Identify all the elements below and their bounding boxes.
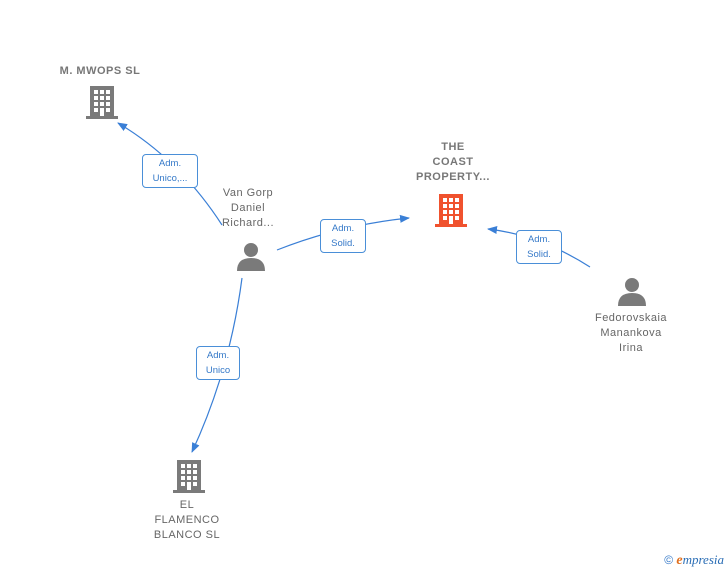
edge-badge-line: Solid. (331, 238, 355, 249)
brand-name: mpresia (682, 552, 724, 567)
node-label-line: COAST (432, 156, 474, 168)
node-label-flamenco[interactable]: EL FLAMENCO BLANCO SL (136, 498, 238, 543)
node-label-line: Richard... (221, 217, 275, 229)
brand-footer[interactable]: © empresia (664, 552, 724, 569)
person-icon[interactable] (236, 241, 266, 271)
node-label-fedor[interactable]: Fedorovskaia Manankova Irina (578, 311, 684, 356)
edge-badge-vangorp-mwops[interactable]: Adm. Unico,... (142, 154, 198, 188)
node-label-line: Daniel (230, 202, 266, 214)
node-label-line: Irina (619, 342, 643, 354)
node-label-vangorp[interactable]: Van Gorp Daniel Richard... (198, 186, 298, 231)
node-label-line: Van Gorp (222, 187, 274, 199)
node-label-line: PROPERTY... (416, 171, 490, 183)
node-label-line: BLANCO SL (153, 529, 221, 541)
node-label-line: EL (179, 499, 195, 511)
copyright-icon: © (664, 553, 674, 567)
node-label-coast[interactable]: THE COAST PROPERTY... (398, 140, 508, 185)
edge-badge-line: Adm. (158, 158, 182, 169)
node-label-line: FLAMENCO (154, 514, 220, 526)
edge-badge-line: Adm. (206, 350, 230, 361)
node-label-mwops[interactable]: M. MWOPS SL (59, 65, 141, 77)
building-icon[interactable] (86, 84, 118, 120)
edge-badge-line: Unico,... (152, 173, 188, 184)
edge-badge-line: Solid. (527, 249, 551, 260)
edge-badge-vangorp-coast[interactable]: Adm. Solid. (320, 219, 366, 253)
node-label-line: THE (441, 141, 465, 153)
edge-badge-line: Adm. (527, 234, 551, 245)
building-icon-highlighted[interactable] (435, 192, 467, 228)
edge-badge-line: Adm. (331, 223, 355, 234)
building-icon[interactable] (173, 458, 205, 494)
node-label-line: Manankova (600, 327, 662, 339)
edge-badge-vangorp-flamenco[interactable]: Adm. Unico (196, 346, 240, 380)
brand-logo-letter: e (676, 553, 683, 568)
edge-badge-fedor-coast[interactable]: Adm. Solid. (516, 230, 562, 264)
node-label-line: Fedorovskaia (594, 312, 668, 324)
edge-badge-line: Unico (205, 365, 231, 376)
person-icon[interactable] (617, 276, 647, 306)
